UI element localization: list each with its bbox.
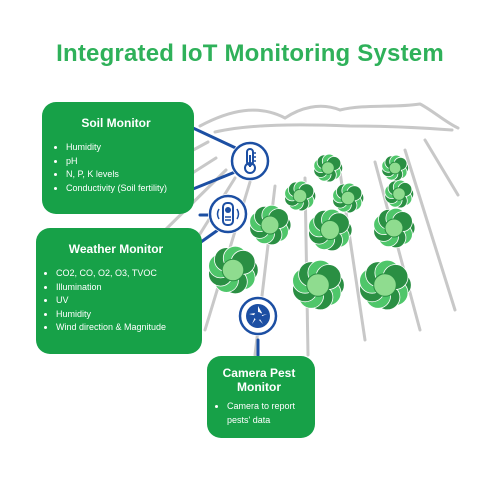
cabbage [384, 179, 415, 209]
list-item: pH [66, 155, 186, 169]
cabbage [373, 207, 416, 249]
cabbage [359, 259, 412, 311]
camera-pest-monitor-title: Camera Pest Monitor [207, 366, 311, 394]
cabbage [332, 182, 365, 214]
list-item: UV [56, 294, 196, 308]
title-line-1: Camera Pest [222, 366, 296, 380]
cabbage [308, 208, 353, 252]
page-title: Integrated IoT Monitoring System [56, 40, 444, 67]
soil-monitor-card: Soil Monitor Humidity pH N, P, K levels … [42, 102, 194, 214]
weather-sensor-icon [208, 194, 248, 234]
thermometer-icon [230, 141, 270, 181]
list-item: Wind direction & Magnitude [56, 321, 196, 335]
list-item: Conductivity (Soil fertility) [66, 182, 186, 196]
cabbage [249, 204, 292, 246]
list-item: Camera to report pests' data [227, 400, 311, 427]
hills [198, 102, 460, 134]
camera-pest-monitor-card: Camera Pest Monitor Camera to report pes… [207, 356, 315, 438]
cabbage [208, 245, 259, 295]
connector-lines [191, 126, 260, 360]
list-item: Illumination [56, 281, 196, 295]
cabbage [284, 180, 317, 212]
cabbages [208, 153, 416, 311]
soil-monitor-title: Soil Monitor [81, 116, 151, 130]
list-item: CO2, CO, O2, O3, TVOC [56, 267, 196, 281]
camera-shutter-icon [238, 296, 278, 336]
cabbage [381, 154, 410, 182]
list-item: N, P, K levels [66, 168, 186, 182]
title-line-2: Monitor [237, 380, 281, 394]
weather-monitor-card: Weather Monitor CO2, CO, O2, O3, TVOC Il… [36, 228, 202, 354]
list-item: Humidity [66, 141, 186, 155]
weather-monitor-list: CO2, CO, O2, O3, TVOC Illumination UV Hu… [36, 267, 196, 335]
camera-pest-monitor-list: Camera to report pests' data [207, 400, 311, 427]
weather-monitor-title: Weather Monitor [68, 242, 164, 256]
list-item: Humidity [56, 308, 196, 322]
soil-monitor-list: Humidity pH N, P, K levels Conductivity … [46, 141, 186, 195]
cabbage [292, 259, 345, 311]
cabbage [313, 153, 344, 183]
